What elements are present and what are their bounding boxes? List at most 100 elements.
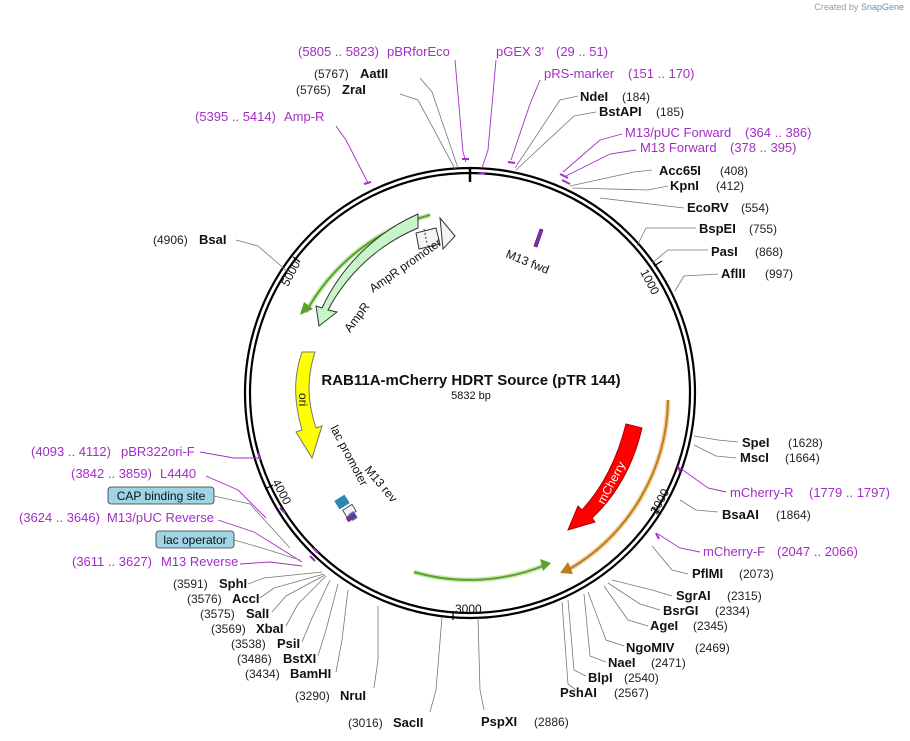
primer-labels: (5805 .. 5823) pBRforEco pGEX 3' (29 .. … [19, 44, 890, 569]
marker-prs-marker [507, 161, 516, 164]
primer-m13-forward-name: M13 Forward [640, 140, 717, 155]
leader-m13-puc-forward [562, 133, 623, 173]
primer-m13-puc-forward-range: (364 .. 386) [745, 125, 812, 140]
site-ndei-name: NdeI [580, 89, 608, 104]
ori-arrow [295, 351, 323, 460]
leader-xbai [285, 575, 327, 627]
tick-mark-2000 [651, 507, 661, 514]
leader-ndei [514, 95, 579, 169]
site-xbai-pos: (3569) [211, 622, 246, 636]
label-mcherry: mCherry [594, 459, 628, 506]
orange-arc [567, 399, 669, 571]
green-arc-bottom-head [540, 559, 551, 571]
primer-leaders [199, 59, 727, 567]
leader-lac-operator [233, 539, 301, 561]
primer-m13-puc-reverse-range: (3624 .. 3646) [19, 510, 100, 525]
leader-bstxi [317, 583, 339, 657]
lac-operator-label: lac operator [163, 533, 226, 547]
site-bsai-pos: (4906) [153, 233, 188, 247]
label-m13-rev: M13 rev [362, 463, 401, 505]
label-m13-fwd: M13 fwd [504, 247, 551, 277]
marker-amp-r [363, 181, 372, 185]
leader-bsai [235, 239, 289, 273]
site-ecorv-pos: (554) [741, 201, 769, 215]
m13-fwd-arrow [533, 228, 544, 248]
cap-binding-site-box [107, 486, 215, 505]
site-agei-pos: (2345) [693, 619, 728, 633]
ampr-arrow [315, 213, 419, 327]
site-psii-name: PsiI [277, 636, 300, 651]
marker-mcherry-f [655, 532, 660, 540]
marker-m13-reverse [309, 555, 316, 562]
site-bsrgi-name: BsrGI [663, 603, 698, 618]
primer-mcherry-r-range: (1779 .. 1797) [809, 485, 890, 500]
site-bsrgi-pos: (2334) [715, 604, 750, 618]
leader-bsaai [679, 499, 719, 513]
green-arc-bottom [413, 565, 544, 581]
site-aatii-pos: (5767) [314, 67, 349, 81]
site-zrai-pos: (5765) [296, 83, 331, 97]
m13-rev-block [345, 512, 357, 523]
site-blpi-pos: (2540) [624, 671, 659, 685]
ampr-promoter-arrowhead [439, 216, 456, 251]
leader-pbrforeco [454, 59, 467, 163]
snapgene-brand: SnapGene [860, 2, 904, 12]
tick-label-3000: 3000 [455, 602, 482, 616]
leader-aatii [419, 77, 459, 169]
primer-m13-puc-reverse-name: M13/pUC Reverse [107, 510, 214, 525]
site-ngomiv-pos: (2469) [695, 641, 730, 655]
site-aflii-name: AflII [721, 266, 746, 281]
snapgene-credit: Created by SnapGene [814, 2, 904, 12]
primer-pbrforeco-name: pBRforEco [387, 44, 450, 59]
leader-acci [259, 573, 325, 599]
marker-pgex3 [477, 172, 486, 175]
primer-m13-reverse-range: (3611 .. 3627) [72, 554, 152, 569]
boxed-labels: CAP binding site lac operator [107, 486, 235, 549]
marker-m13-forward [561, 179, 571, 185]
label-ampr: AmpR [341, 299, 372, 334]
primer-mcherry-r-name: mCherry-R [730, 485, 794, 500]
tick-label-2000: 2000 [647, 486, 672, 516]
site-sali-pos: (3575) [200, 607, 235, 621]
primer-m13-puc-forward-name: M13/pUC Forward [625, 125, 731, 140]
leader-ngomiv [587, 591, 625, 647]
credit-prefix: Created by [814, 2, 859, 12]
primer-amp-r-name: Amp-R [284, 109, 324, 124]
site-sacii-name: SacII [393, 715, 423, 730]
site-sgrai-pos: (2315) [727, 589, 762, 603]
plasmid-title: RAB11A-mCherry HDRT Source (pTR 144) [321, 372, 620, 389]
marker-m13-puc-forward [559, 173, 569, 179]
leader-msci [693, 444, 737, 459]
label-lac-promoter: lac promoter [327, 423, 371, 488]
mcherry-arrow [567, 423, 643, 531]
leader-pasi [651, 249, 708, 264]
primer-pgex3-name: pGEX 3' [496, 44, 544, 59]
leader-cap-binding-site [213, 495, 291, 549]
site-bamhi-name: BamHI [290, 666, 331, 681]
site-sacii-pos: (3016) [348, 716, 383, 730]
site-ecorv-name: EcoRV [687, 200, 729, 215]
orange-arc-head [560, 562, 573, 574]
site-blpi-name: BlpI [588, 670, 613, 685]
site-sphi-pos: (3591) [173, 577, 208, 591]
site-bstxi-name: BstXI [283, 651, 316, 666]
site-bsai-name: BsaI [199, 232, 226, 247]
site-pasi-name: PasI [711, 244, 738, 259]
leader-sgrai [611, 579, 673, 597]
leader-m13-forward [565, 149, 637, 177]
leader-kpni [571, 185, 669, 191]
site-bstapi-name: BstAPI [599, 104, 642, 119]
boxed-leaders [213, 495, 301, 561]
leader-m13-puc-reverse [217, 519, 303, 563]
leader-agei [603, 585, 649, 627]
primer-markers [257, 158, 681, 562]
site-kpni-pos: (412) [716, 179, 744, 193]
site-acc65i-pos: (408) [720, 164, 748, 178]
leader-l4440 [205, 475, 267, 519]
site-ngomiv-name: NgoMIV [626, 640, 675, 655]
leader-spei [693, 435, 739, 443]
label-ori: ori [296, 393, 310, 406]
site-naei-pos: (2471) [651, 656, 686, 670]
primer-prs-marker-range: (151 .. 170) [628, 66, 695, 81]
marker-m13-puc-reverse [312, 547, 319, 554]
